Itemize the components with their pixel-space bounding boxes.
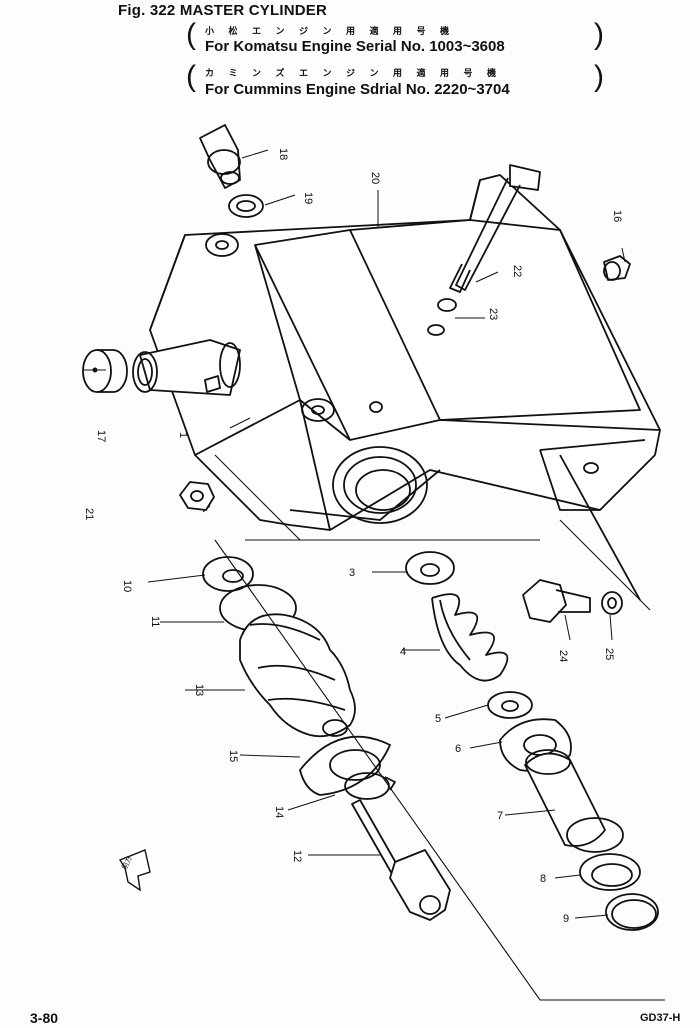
lock-washer (427, 298, 457, 336)
bolt-washer (601, 591, 623, 615)
callout-1: 1 (177, 432, 189, 438)
callout-14: 14 (273, 806, 285, 818)
callout-13: 13 (193, 684, 205, 696)
model-code: GD37-H (640, 1012, 681, 1024)
mounting-bolt (522, 579, 591, 623)
copper-washer (228, 194, 264, 218)
callout-15: 15 (227, 750, 239, 762)
callout-20: 20 (369, 172, 381, 184)
callout-7: 7 (497, 810, 503, 822)
dust-boot (239, 613, 356, 738)
callout-25: 25 (603, 648, 615, 660)
reservoir-cap (82, 349, 128, 393)
serial-line-cummins: For Cummins Engine Sdrial No. 2220~3704 (205, 81, 510, 98)
page-number: 3-80 (30, 1010, 59, 1026)
master-cylinder-housing (149, 174, 661, 601)
outlet-pipe (132, 339, 241, 396)
check-valve (405, 551, 455, 585)
callout-12: 12 (291, 850, 303, 862)
push-rod (351, 799, 451, 921)
callout-11: 11 (149, 616, 161, 627)
left-paren-2: ( (186, 60, 196, 93)
figure-title: Fig. 322 MASTER CYLINDER (118, 2, 327, 19)
callout-9: 9 (563, 913, 569, 925)
left-paren-1: ( (186, 18, 196, 51)
right-paren-2: ) (594, 60, 604, 93)
front-direction-arrow: 前方 (118, 849, 151, 892)
callout-3: 3 (349, 567, 355, 579)
jp-applicability-2: カ ミ ン ズ エ ン ジ ン 用 適 用 号 機 (205, 68, 503, 78)
piston (524, 749, 624, 853)
stop-ring (605, 893, 659, 931)
callout-23: 23 (487, 308, 499, 320)
callout-8: 8 (540, 873, 546, 885)
boot-clamp (299, 735, 391, 796)
bleeder-plug (603, 255, 631, 281)
callout-21: 21 (83, 508, 95, 520)
callout-17: 17 (95, 430, 107, 442)
fitting-elbow (199, 124, 241, 189)
return-spring (431, 593, 509, 682)
callout-4: 4 (400, 646, 406, 658)
jp-applicability-1: 小 松 エ ン ジ ン 用 適 用 号 機 (205, 26, 456, 36)
callout-5: 5 (435, 713, 441, 725)
plate-washer (202, 556, 254, 592)
long-bolt (449, 164, 541, 293)
callout-24: 24 (557, 650, 569, 662)
callout-6: 6 (455, 743, 461, 755)
callout-labels: 1 3 4 5 6 7 8 9 10 11 12 13 14 15 16 17 … (83, 148, 623, 925)
callout-22: 22 (511, 265, 523, 277)
right-paren-1: ) (594, 18, 604, 51)
spring-seat (487, 691, 533, 719)
serial-line-komatsu: For Komatsu Engine Serial No. 1003~3608 (205, 38, 505, 55)
callout-10: 10 (121, 580, 133, 592)
secondary-cup (579, 853, 641, 891)
callout-16: 16 (611, 210, 623, 222)
hex-nut (179, 481, 215, 511)
callout-18: 18 (277, 148, 289, 160)
callout-19: 19 (302, 192, 314, 204)
